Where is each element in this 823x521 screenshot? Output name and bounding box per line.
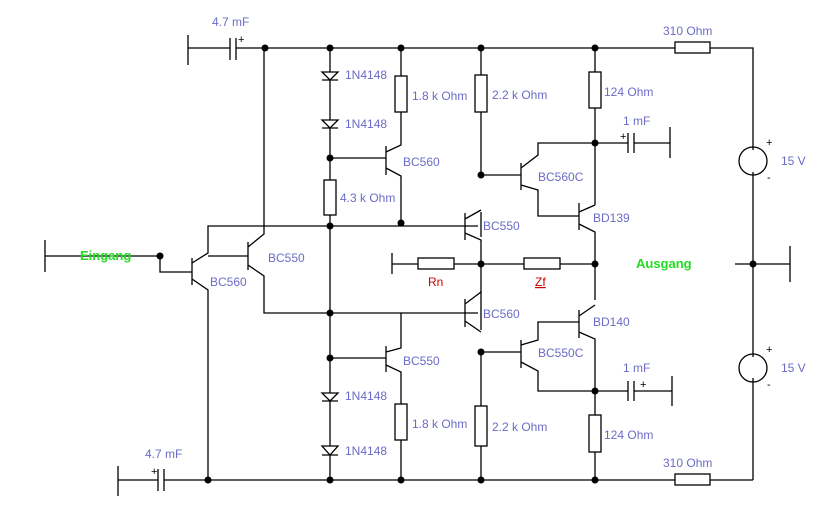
label-q-bc550-lower: BC550 — [403, 354, 440, 368]
top-rail — [187, 35, 754, 480]
transistor-bc560-input — [191, 225, 478, 480]
label-cap-1mf-bottom: 1 mF — [623, 361, 650, 375]
ground-right — [735, 246, 791, 282]
bias-string-left — [320, 48, 340, 480]
label-q-bd139: BD139 — [593, 211, 630, 225]
label-res-124-bottom: 124 Ohm — [604, 428, 653, 442]
label-supply-top-plus: + — [766, 137, 772, 149]
output-label: Ausgang — [636, 256, 692, 271]
label-diode-4: 1N4148 — [345, 444, 387, 458]
label-res-22k-bottom: 2.2 k Ohm — [492, 420, 547, 434]
label-cap-top-left: 4.7 mF — [212, 15, 249, 29]
label-cap-1mf-bottom-plus: + — [640, 379, 646, 391]
label-q-bc550-input: BC550 — [268, 251, 305, 265]
label-cap-top-plus: + — [238, 34, 244, 46]
feedback-network — [391, 253, 595, 274]
resistor-zf — [523, 257, 561, 270]
input-capacitor-bottom — [157, 469, 165, 491]
input-wire — [44, 240, 192, 273]
label-res-310-top: 310 Ohm — [663, 24, 712, 38]
voltage-source-top — [738, 146, 768, 176]
label-diode-3: 1N4148 — [345, 389, 387, 403]
label-zf: Zf — [535, 275, 546, 289]
output-column — [481, 48, 673, 480]
voltage-source-bottom — [738, 353, 768, 383]
resistor-rn — [417, 257, 455, 270]
label-q-bc560-input: BC560 — [210, 275, 247, 289]
label-res-124-top: 124 Ohm — [604, 85, 653, 99]
label-q-bc560-lower: BC560 — [483, 307, 520, 321]
label-rn: Rn — [428, 275, 443, 289]
label-cap-bottom-plus: + — [151, 466, 157, 478]
input-label: Eingang — [80, 248, 131, 263]
transistor-bc550-input — [208, 48, 478, 314]
label-res-18k-bottom: 1.8 k Ohm — [412, 417, 467, 431]
resistor-310-top — [674, 41, 711, 54]
label-supply-bottom: 15 V — [781, 361, 806, 375]
label-supply-bottom-plus: + — [766, 344, 772, 356]
transistor-bc550-mid — [464, 209, 482, 264]
label-q-bc560-upper: BC560 — [403, 155, 440, 169]
label-q-bc560c: BC560C — [538, 170, 584, 184]
label-diode-1: 1N4148 — [345, 68, 387, 82]
label-q-bd140: BD140 — [593, 315, 630, 329]
label-q-bc550c: BC550C — [538, 346, 584, 360]
label-res-43k: 4.3 k Ohm — [340, 191, 395, 205]
column-2-2k — [474, 48, 488, 480]
label-supply-top-minus: - — [767, 172, 771, 184]
label-cap-1mf-top: 1 mF — [623, 114, 650, 128]
transistor-bc550-lower — [330, 313, 408, 480]
label-q-bc550-mid: BC550 — [483, 219, 520, 233]
label-cap-bottom-left: 4.7 mF — [145, 447, 182, 461]
input-capacitor-top — [229, 38, 237, 60]
transistor-bc560-lower — [464, 264, 482, 333]
label-res-310-bottom: 310 Ohm — [663, 456, 712, 470]
label-res-22k-top: 2.2 k Ohm — [492, 88, 547, 102]
transistor-bc560-upper — [330, 48, 408, 223]
resistor-310-bottom — [674, 473, 711, 486]
label-res-18k-top: 1.8 k Ohm — [412, 89, 467, 103]
junctions — [156, 44, 757, 484]
label-cap-1mf-top-plus: + — [620, 131, 626, 143]
label-supply-top: 15 V — [781, 154, 806, 168]
label-supply-bottom-minus: - — [767, 379, 771, 391]
bottom-rail — [117, 466, 753, 496]
label-diode-2: 1N4148 — [345, 117, 387, 131]
